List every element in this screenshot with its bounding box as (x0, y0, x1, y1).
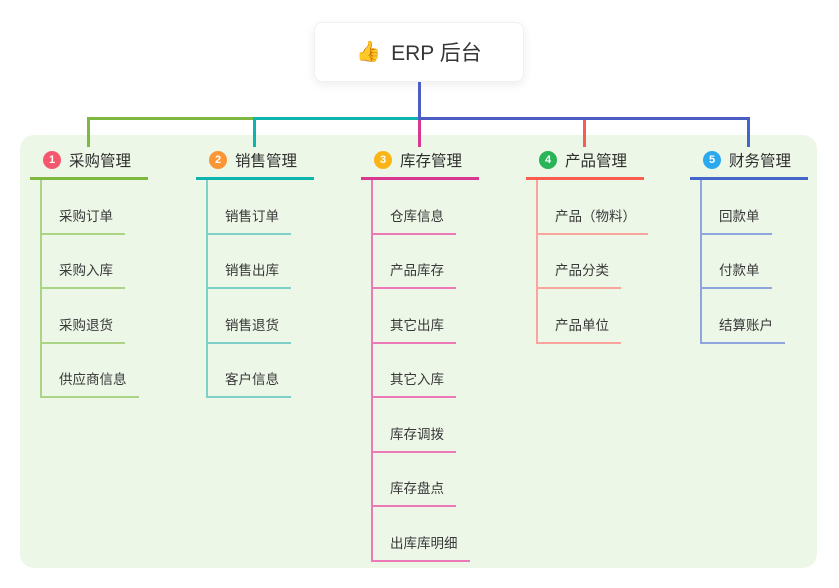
branch-item[interactable]: 库存调拨 (373, 398, 479, 453)
branch-item-label: 销售退货 (208, 314, 291, 344)
branch-item[interactable]: 结算账户 (702, 289, 808, 344)
branch-item[interactable]: 采购退货 (42, 289, 148, 344)
branch-item-label: 结算账户 (702, 314, 785, 344)
branch-title-1[interactable]: 1 采购管理 (30, 149, 148, 180)
root-node[interactable]: 👍 ERP 后台 (314, 22, 524, 82)
root-node-label: ERP 后台 (391, 42, 482, 65)
branch-item[interactable]: 库存盘点 (373, 453, 479, 507)
branch-item[interactable]: 出库库明细 (373, 507, 479, 562)
branch-drop-line (87, 120, 90, 147)
bus-segment-green (87, 117, 253, 120)
branch-title-label: 销售管理 (235, 153, 298, 170)
branch-title-label: 财务管理 (729, 153, 792, 170)
branch-item-label: 客户信息 (208, 368, 291, 398)
branch-item-label: 供应商信息 (42, 368, 139, 398)
branch-item-list: 销售订单销售出库销售退货客户信息 (206, 180, 314, 398)
branch-item-label: 其它入库 (373, 368, 456, 398)
branch-item-label: 付款单 (702, 259, 772, 289)
bus-segment-blue (417, 117, 750, 120)
branch-item[interactable]: 回款单 (702, 180, 808, 235)
branch-drop-line (253, 120, 256, 147)
branch-title-3[interactable]: 3 库存管理 (361, 149, 479, 180)
branch-number-badge: 3 (374, 151, 392, 169)
branch-item[interactable]: 产品库存 (373, 235, 479, 289)
branch-title-label: 库存管理 (400, 153, 463, 170)
branch-item-label: 采购入库 (42, 259, 125, 289)
branch-item[interactable]: 其它入库 (373, 344, 479, 398)
branch-title-label: 产品管理 (565, 153, 628, 170)
branch-item[interactable]: 销售出库 (208, 235, 314, 289)
branch-item-label: 销售订单 (208, 205, 291, 235)
branch-item[interactable]: 其它出库 (373, 289, 479, 344)
branch-item-label: 回款单 (702, 205, 772, 235)
branch-number-badge: 4 (539, 151, 557, 169)
branch-item[interactable]: 产品分类 (538, 235, 644, 289)
branch-item[interactable]: 销售订单 (208, 180, 314, 235)
branch-item[interactable]: 供应商信息 (42, 344, 148, 398)
branch-item[interactable]: 产品单位 (538, 289, 644, 344)
branch-item[interactable]: 付款单 (702, 235, 808, 289)
branch-item-list: 回款单付款单结算账户 (700, 180, 808, 344)
branch-2: 2 销售管理销售订单销售出库销售退货客户信息 (196, 149, 314, 398)
branch-item-label: 产品单位 (538, 314, 621, 344)
branch-item-label: 仓库信息 (373, 205, 456, 235)
branch-item-label: 库存调拨 (373, 423, 456, 453)
branch-item-label: 采购订单 (42, 205, 125, 235)
branch-number-badge: 2 (209, 151, 227, 169)
thumbs-up-icon: 👍 (356, 41, 382, 63)
root-trunk-line (417, 82, 421, 120)
branch-4: 4 产品管理产品（物料） 产品分类产品单位 (526, 149, 648, 344)
branch-drop-line (418, 120, 421, 147)
branch-item-list: 产品（物料） 产品分类产品单位 (536, 180, 648, 344)
branch-title-label: 采购管理 (69, 153, 132, 170)
branch-1: 1 采购管理采购订单采购入库采购退货供应商信息 (30, 149, 148, 398)
branch-item-label: 产品库存 (373, 259, 456, 289)
branch-item-label: 库存盘点 (373, 477, 456, 507)
bus-segment-teal (253, 117, 418, 120)
branch-drop-line (583, 120, 586, 147)
branch-title-2[interactable]: 2 销售管理 (196, 149, 314, 180)
branch-number-badge: 1 (43, 151, 61, 169)
branch-item[interactable]: 仓库信息 (373, 180, 479, 235)
branches-panel (20, 135, 817, 568)
branch-number-badge: 5 (703, 151, 721, 169)
branch-item[interactable]: 客户信息 (208, 344, 314, 398)
branch-item-label: 采购退货 (42, 314, 125, 344)
branch-5: 5 财务管理回款单付款单结算账户 (690, 149, 808, 344)
branch-item[interactable]: 销售退货 (208, 289, 314, 344)
branch-title-5[interactable]: 5 财务管理 (690, 149, 808, 180)
branch-item-label: 出库库明细 (373, 532, 470, 562)
branch-item-label: 产品分类 (538, 259, 621, 289)
branch-item-label: 产品（物料） (538, 205, 648, 235)
branch-item-list: 采购订单采购入库采购退货供应商信息 (40, 180, 148, 398)
branch-3: 3 库存管理仓库信息产品库存其它出库其它入库库存调拨库存盘点出库库明细 (361, 149, 479, 562)
branch-item[interactable]: 采购订单 (42, 180, 148, 235)
branch-item-list: 仓库信息产品库存其它出库其它入库库存调拨库存盘点出库库明细 (371, 180, 479, 562)
branch-item[interactable]: 采购入库 (42, 235, 148, 289)
branch-title-4[interactable]: 4 产品管理 (526, 149, 644, 180)
branch-item[interactable]: 产品（物料） (538, 180, 648, 235)
branch-item-label: 其它出库 (373, 314, 456, 344)
branch-drop-line (747, 120, 750, 147)
branch-item-label: 销售出库 (208, 259, 291, 289)
